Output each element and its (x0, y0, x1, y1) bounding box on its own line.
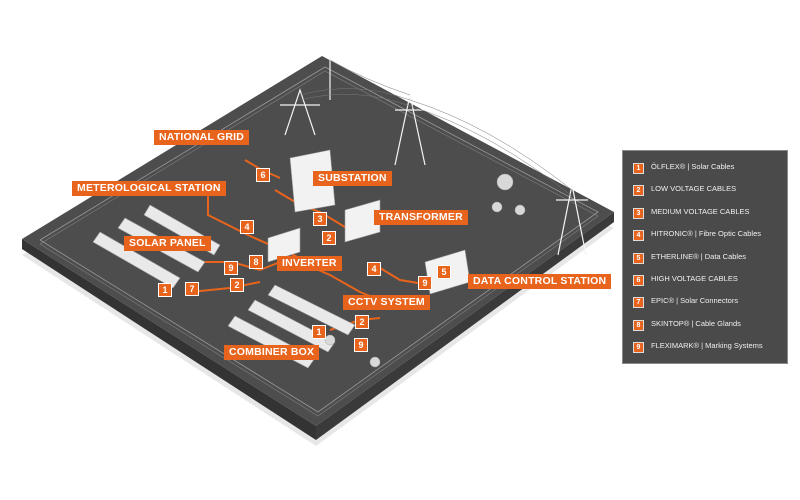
marker-marking-systems: 9 (354, 338, 368, 352)
marker-low-voltage: 2 (322, 231, 336, 245)
legend-number: 7 (633, 297, 644, 309)
marker-solar-cables: 1 (312, 325, 326, 339)
legend-label: MEDIUM VOLTAGE CABLES (651, 206, 750, 216)
label-cctv-system: CCTV SYSTEM (343, 295, 430, 310)
legend-label: ÖLFLEX® | Solar Cables (651, 162, 735, 171)
legend-item: 9 FLEXIMARK® | Marking Systems (623, 340, 787, 362)
marker-cable-glands: 8 (249, 255, 263, 269)
marker-low-voltage: 2 (230, 278, 244, 292)
label-inverter: INVERTER (277, 256, 342, 271)
legend-item: 4 HITRONIC® | Fibre Optic Cables (623, 228, 787, 250)
label-meteorological-station: METEROLOGICAL STATION (72, 181, 226, 196)
marker-low-voltage: 2 (355, 315, 369, 329)
marker-data-cables: 5 (437, 265, 451, 279)
legend-number: 3 (633, 207, 644, 219)
legend-label: LOW VOLTAGE CABLES (651, 184, 737, 194)
label-transformer: TRANSFORMER (374, 210, 468, 225)
legend-label: HIGH VOLTAGE CABLES (651, 273, 738, 283)
label-substation: SUBSTATION (313, 171, 392, 186)
legend-label: FLEXIMARK® | Marking Systems (651, 341, 763, 351)
marker-solar-connectors: 7 (185, 282, 199, 296)
legend-item: 1 ÖLFLEX® | Solar Cables (623, 161, 787, 183)
marker-fibre-optic: 4 (367, 262, 381, 276)
legend-label: SKINTOP® | Cable Glands (651, 318, 741, 328)
legend-item: 8 SKINTOP® | Cable Glands (623, 318, 787, 340)
label-data-control-station: DATA CONTROL STATION (468, 274, 612, 289)
marker-medium-voltage: 3 (313, 212, 327, 226)
marker-fibre-optic: 4 (240, 220, 254, 234)
legend-item: 2 LOW VOLTAGE CABLES (623, 183, 787, 205)
label-national-grid: NATIONAL GRID (154, 130, 250, 145)
marker-high-voltage: 6 (256, 168, 270, 182)
buildings (267, 149, 471, 295)
legend-item: 7 EPIC® | Solar Connectors (623, 295, 787, 317)
legend-label: ETHERLINE® | Data Cables (651, 251, 747, 261)
power-lines (299, 59, 573, 197)
legend-number: 8 (633, 319, 644, 331)
legend-label: HITRONIC® | Fibre Optic Cables (651, 229, 761, 239)
legend-number: 4 (633, 230, 644, 242)
label-combiner-box: COMBINER BOX (224, 345, 320, 360)
legend-item: 5 ETHERLINE® | Data Cables (623, 251, 787, 273)
label-solar-panel: SOLAR PANEL (124, 236, 211, 251)
legend-item: 6 HIGH VOLTAGE CABLES (623, 273, 787, 295)
legend-number: 5 (633, 252, 644, 264)
marker-marking-systems: 9 (224, 261, 238, 275)
marker-marking-systems: 9 (418, 276, 432, 290)
legend-number: 6 (633, 274, 644, 286)
legend-label: EPIC® | Solar Connectors (651, 296, 739, 306)
legend-item: 3 MEDIUM VOLTAGE CABLES (623, 206, 787, 228)
trees (324, 173, 526, 368)
legend-panel: 1 ÖLFLEX® | Solar Cables 2 LOW VOLTAGE C… (622, 150, 788, 364)
legend-number: 2 (633, 185, 644, 197)
legend-number: 1 (633, 163, 644, 174)
marker-solar-cables: 1 (158, 283, 172, 297)
legend-number: 9 (633, 342, 644, 354)
